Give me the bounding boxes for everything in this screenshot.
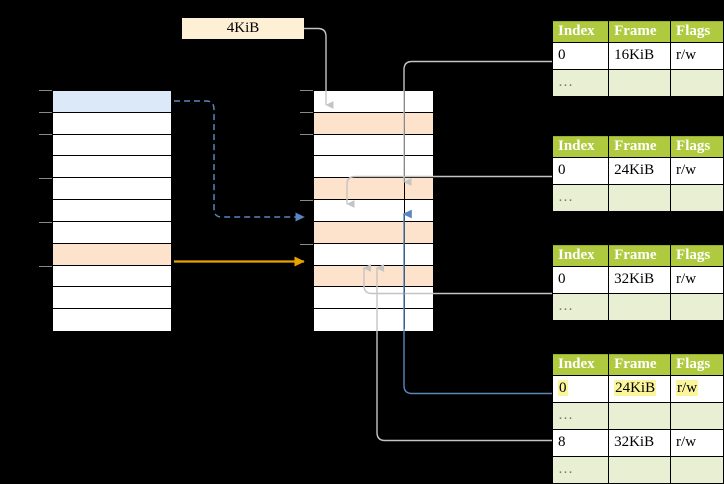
cell-index: …: [551, 456, 610, 484]
vaddr-page-row-7: [53, 243, 171, 266]
column-header-index: Index: [551, 21, 610, 43]
vaddr-page-row-5: [53, 200, 171, 222]
phys-frame-row-8: [314, 265, 433, 288]
cell-index: …: [551, 69, 610, 97]
cell-frame: [608, 184, 672, 212]
cell-flags: r/w: [670, 266, 724, 294]
cell-index: 0: [551, 42, 610, 70]
cell-index: 0: [551, 266, 610, 294]
cell-flags: [670, 456, 724, 484]
cell-flags: [670, 293, 724, 321]
table-row[interactable]: 0 24KiB r/w: [551, 375, 724, 403]
vaddr-page-row-0: [53, 91, 171, 113]
vaddr-page-row-10: [53, 309, 171, 331]
phys-frame-row-6: [314, 221, 433, 244]
page-size-label: 4KiB: [182, 18, 304, 39]
highlighted-value: 24KiB: [614, 380, 657, 396]
column-header-flags: Flags: [670, 136, 724, 158]
cell-flags: [670, 184, 724, 212]
cell-flags: r/w: [670, 157, 724, 185]
column-header-frame: Frame: [608, 21, 672, 43]
connector-vaddr-blue-dashed: [174, 100, 305, 222]
vaddr-page-row-3: [53, 156, 171, 179]
cell-flags: r/w: [670, 42, 724, 70]
cell-flags: r/w: [670, 429, 724, 457]
highlighted-value: 0: [558, 380, 568, 396]
vaddr-page-row-6: [53, 221, 171, 244]
phys-frame-row-4: [314, 178, 433, 201]
table-row[interactable]: …: [551, 402, 724, 430]
phys-frame-row-5: [314, 200, 433, 222]
cell-flags: [670, 402, 724, 430]
cell-frame: [608, 293, 672, 321]
column-header-index: Index: [551, 245, 610, 267]
cell-frame: [608, 456, 672, 484]
column-header-index: Index: [551, 354, 610, 376]
phys-frame-row-0: [314, 91, 433, 113]
frame-tick-marks: [300, 90, 313, 245]
vaddr-page-row-1: [53, 112, 171, 135]
column-header-flags: Flags: [670, 21, 724, 43]
vaddr-page-row-4: [53, 178, 171, 201]
cell-index: 0: [551, 375, 610, 403]
cell-index: …: [551, 184, 610, 212]
cell-frame: [608, 402, 672, 430]
cell-frame: [608, 69, 672, 97]
cell-index: …: [551, 402, 610, 430]
cell-flags: r/w: [670, 375, 724, 403]
vaddr-page-row-2: [53, 134, 171, 157]
frame-divider: [404, 91, 405, 329]
table-row[interactable]: …: [551, 69, 724, 97]
phys-frame-row-7: [314, 243, 433, 266]
cell-frame: 32KiB: [608, 429, 672, 457]
cell-index: 8: [551, 429, 610, 457]
cell-flags: [670, 69, 724, 97]
cell-index: 0: [551, 157, 610, 185]
phys-frame-row-10: [314, 309, 433, 331]
cell-frame: 24KiB: [608, 375, 672, 403]
column-header-frame: Frame: [608, 136, 672, 158]
column-header-flags: Flags: [670, 245, 724, 267]
table-row[interactable]: …: [551, 184, 724, 212]
highlighted-value: r/w: [676, 380, 699, 396]
phys-frame-row-3: [314, 156, 433, 179]
address-tick-marks: [39, 90, 52, 267]
column-header-frame: Frame: [608, 245, 672, 267]
vaddr-page-row-8: [53, 265, 171, 288]
vaddr-page-row-9: [53, 287, 171, 310]
column-header-flags: Flags: [670, 354, 724, 376]
phys-frame-row-1: [314, 112, 433, 135]
column-header-frame: Frame: [608, 354, 672, 376]
table-row[interactable]: …: [551, 293, 724, 321]
cell-frame: 32KiB: [608, 266, 672, 294]
physical-memory-column: [313, 90, 434, 331]
phys-frame-row-9: [314, 287, 433, 310]
cell-frame: 16KiB: [608, 42, 672, 70]
cell-frame: 24KiB: [608, 157, 672, 185]
phys-frame-row-2: [314, 134, 433, 157]
column-header-index: Index: [551, 136, 610, 158]
cell-index: …: [551, 293, 610, 321]
table-row[interactable]: …: [551, 456, 724, 484]
virtual-address-column: [52, 90, 172, 331]
